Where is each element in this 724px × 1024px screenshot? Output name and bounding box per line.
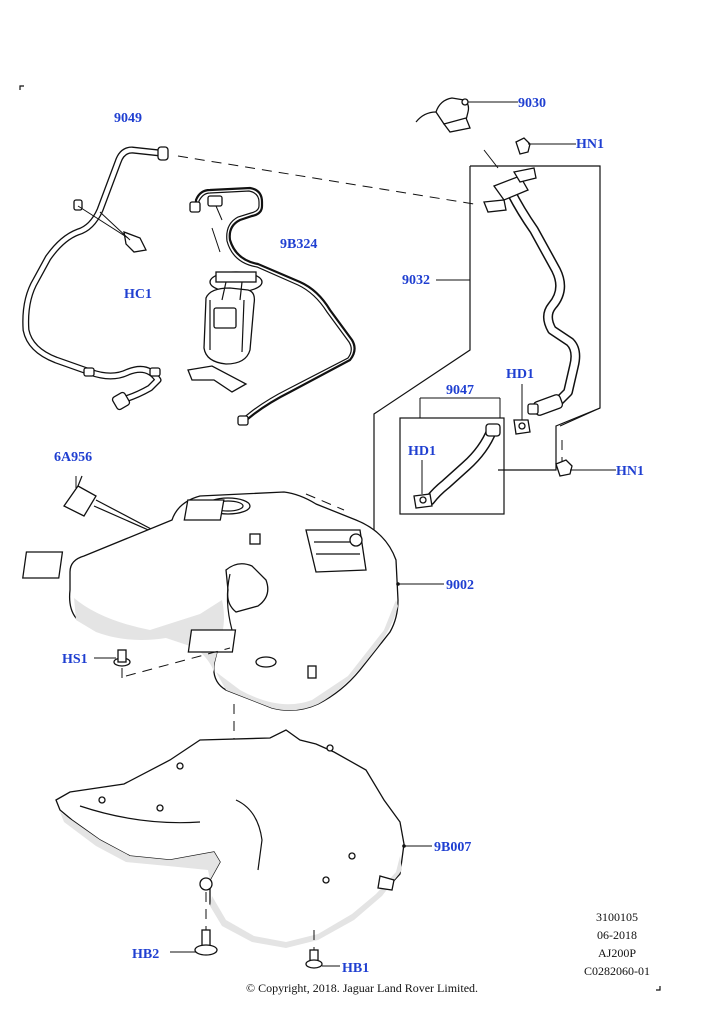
label-9b324: 9B324	[280, 237, 317, 252]
label-hd1-left: HD1	[408, 444, 436, 459]
part-9049-fuel-hose	[22, 146, 169, 411]
model-code: AJ200P	[597, 946, 636, 960]
hn1-lower-nut	[555, 440, 616, 477]
hb1-bolt	[305, 930, 340, 969]
label-hn1-bottom: HN1	[616, 464, 644, 479]
hs1-stud	[94, 647, 231, 680]
drawing-info-block: 3100105 06-2018 AJ200P C0282060-01	[572, 908, 662, 980]
hb2-bolt	[170, 892, 218, 956]
label-9047: 9047	[446, 383, 474, 398]
label-9030: 9030	[518, 96, 546, 111]
assembly-link-9049	[177, 155, 481, 206]
drawing-date: 06-2018	[597, 928, 637, 942]
part-9b007-heat-shield	[55, 704, 432, 948]
part-9032-filler-neck	[373, 137, 601, 532]
illustration-code: C0282060-01	[584, 964, 650, 978]
corner-mark-top	[19, 85, 24, 90]
label-9002: 9002	[446, 578, 474, 593]
part-9047-connector-hose	[399, 384, 531, 515]
part-9002-fuel-tank	[22, 491, 444, 711]
fuel-pump-module	[187, 271, 263, 393]
label-hd1-right: HD1	[506, 367, 534, 382]
label-hb2: HB2	[132, 947, 159, 962]
part-9b324-fuel-line	[189, 186, 356, 426]
label-9b007: 9B007	[434, 840, 471, 855]
drawing-number: 3100105	[596, 910, 638, 924]
label-hs1: HS1	[62, 652, 88, 667]
part-6a956-insulator-pad	[63, 475, 181, 545]
label-9049: 9049	[114, 111, 142, 126]
label-6a956: 6A956	[54, 450, 92, 465]
label-hb1: HB1	[342, 961, 369, 976]
label-hc1: HC1	[124, 287, 152, 302]
corner-mark-bottom	[656, 986, 661, 991]
part-9030-filler-cap	[415, 97, 518, 169]
label-hn1-top: HN1	[576, 137, 604, 152]
label-9032: 9032	[402, 273, 430, 288]
copyright-notice: © Copyright, 2018. Jaguar Land Rover Lim…	[245, 981, 479, 995]
